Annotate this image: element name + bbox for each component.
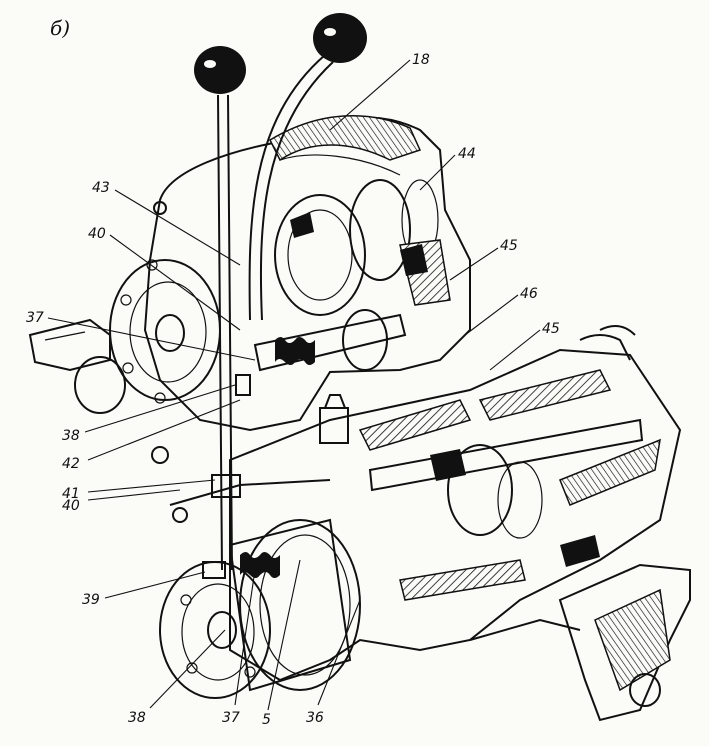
callout-37-lower: 37 xyxy=(222,710,240,726)
callout-5: 5 xyxy=(262,712,271,728)
callout-46: 46 xyxy=(520,286,538,302)
right-lever-knob xyxy=(313,13,367,63)
callout-18: 18 xyxy=(412,52,430,68)
callout-labels: 18 44 43 40 45 46 37 45 38 42 41 40 39 3… xyxy=(26,52,560,728)
callout-37-upper: 37 xyxy=(26,310,44,326)
callout-38-lower: 38 xyxy=(128,710,146,726)
rear-bracket xyxy=(469,563,691,722)
callout-38-upper: 38 xyxy=(62,428,80,444)
left-bracket xyxy=(28,318,126,414)
callout-44: 44 xyxy=(458,146,476,162)
callout-36: 36 xyxy=(306,710,324,726)
left-lever-knob xyxy=(194,46,246,94)
middle-shaft xyxy=(253,309,407,372)
figure-label: б) xyxy=(50,16,70,40)
lower-drum xyxy=(159,518,361,699)
callout-45-lower: 45 xyxy=(542,321,560,337)
gear-levers xyxy=(151,13,367,579)
lower-housing xyxy=(229,325,682,682)
callout-41: 41 xyxy=(62,486,80,502)
upper-housing xyxy=(143,115,471,432)
callout-45-upper: 45 xyxy=(500,238,518,254)
callout-43: 43 xyxy=(92,180,110,196)
leader-lines xyxy=(47,59,541,711)
callout-39: 39 xyxy=(82,592,100,608)
callout-42: 42 xyxy=(62,456,80,472)
callout-40-lower: 40 xyxy=(62,498,80,514)
callout-40-upper: 40 xyxy=(88,226,106,242)
upper-flange xyxy=(109,201,221,404)
